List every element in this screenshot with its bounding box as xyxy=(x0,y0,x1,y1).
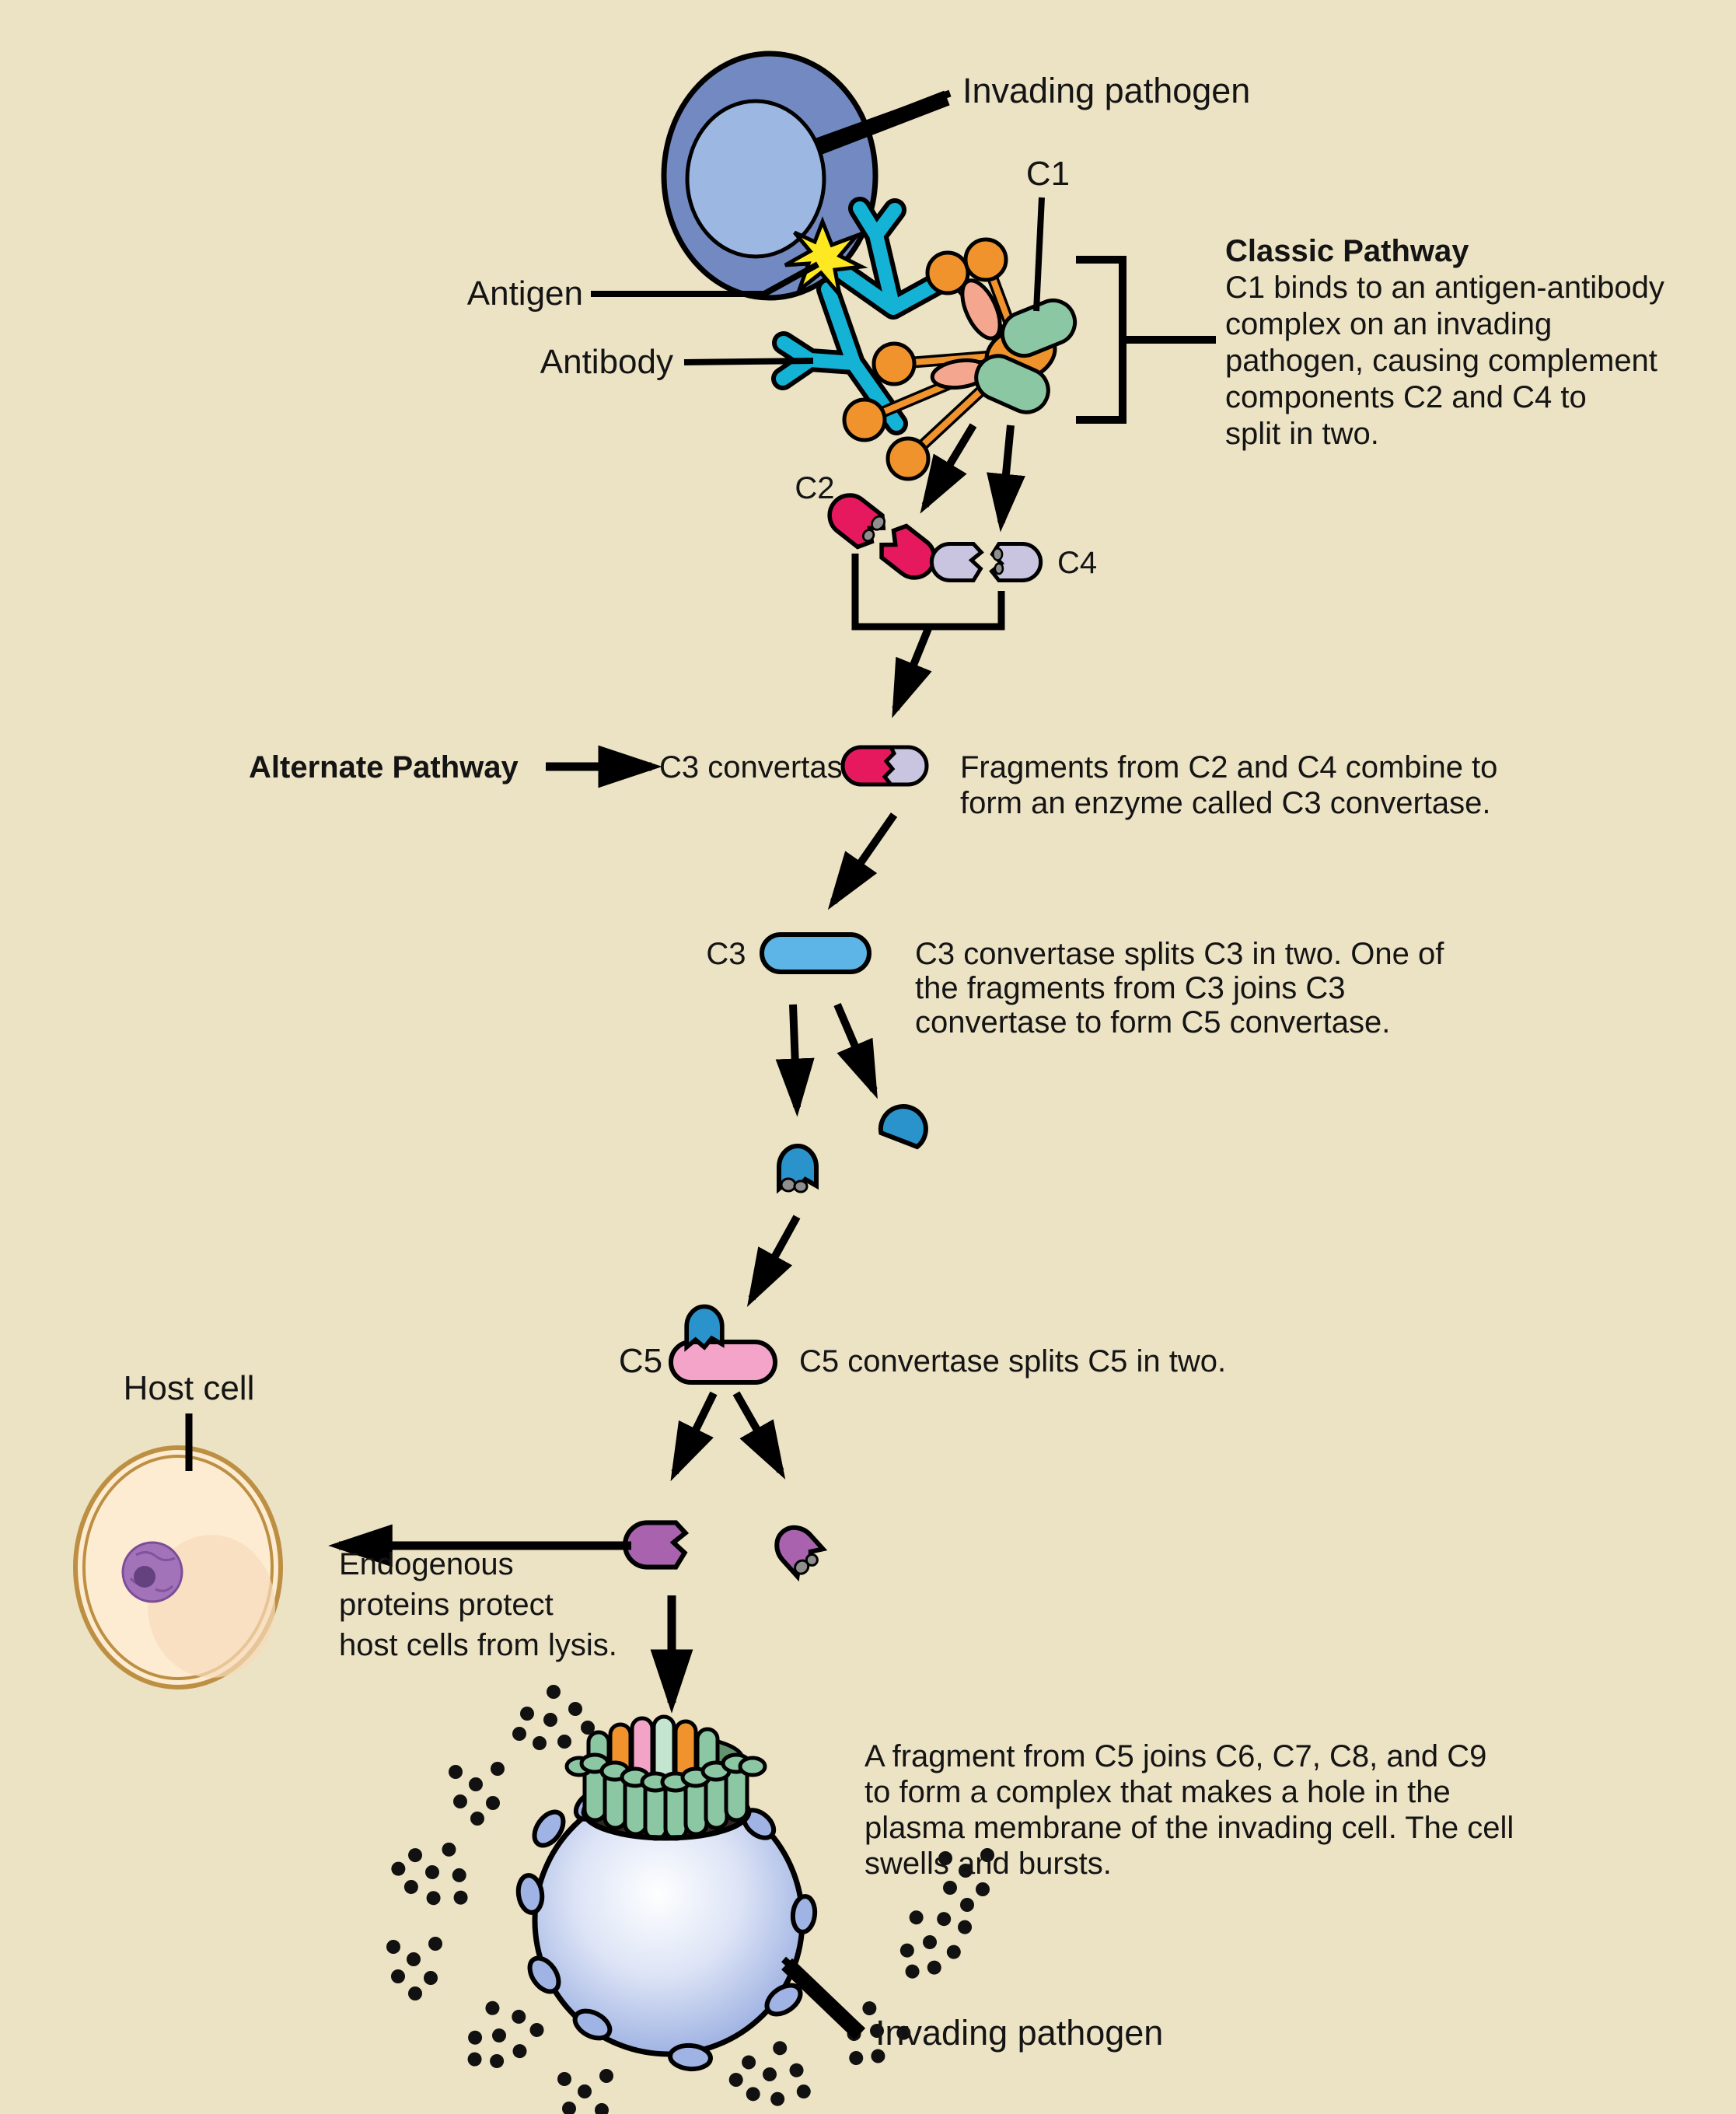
top-pathogen-cell xyxy=(661,51,878,301)
c3-label: C3 xyxy=(706,937,746,971)
c1-complex xyxy=(842,237,1078,481)
invading-pathogen-top-label: Invading pathogen xyxy=(962,71,1250,110)
c5-split-note: C5 convertase splits C5 in two. xyxy=(799,1344,1226,1378)
antibody-shapes xyxy=(771,197,966,435)
arrow-c3convertase-to-c3 xyxy=(827,812,898,910)
classic-pathway-title: Classic Pathway xyxy=(1225,234,1469,268)
c4-label: C4 xyxy=(1057,546,1097,580)
c3-capsule xyxy=(760,932,871,974)
antigen-label: Antigen xyxy=(467,274,583,313)
mac-note: A fragment from C5 joins C6, C7, C8, and… xyxy=(865,1739,1514,1881)
svg-text:components C2 and C4 to: components C2 and C4 to xyxy=(1225,380,1587,414)
svg-text:C3 convertase splits C3 in two: C3 convertase splits C3 in two. One of xyxy=(915,937,1444,971)
arrow-c5-split-right xyxy=(732,1391,786,1480)
svg-text:plasma membrane of the invadin: plasma membrane of the invading cell. Th… xyxy=(865,1811,1514,1845)
invading-pathogen-pointer xyxy=(813,89,952,155)
antigen-star xyxy=(784,216,868,302)
host-cell-nucleus xyxy=(121,1541,183,1603)
arrow-complex-to-c2 xyxy=(920,423,977,514)
svg-text:host cells from lysis.: host cells from lysis. xyxy=(339,1628,617,1662)
endogenous-note: Endogenous proteins protect host cells f… xyxy=(339,1547,617,1662)
arrow-c3-to-fragment-large xyxy=(775,1004,815,1117)
c4-fragments xyxy=(931,543,1040,580)
mac-rim-caps xyxy=(564,1752,767,1793)
svg-text:the fragments from C3 joins C3: the fragments from C3 joins C3 xyxy=(915,971,1346,1005)
c5-blue-fragment xyxy=(686,1306,722,1347)
c5-label: C5 xyxy=(619,1342,662,1380)
c2-fragments xyxy=(822,487,942,586)
arrow-c3-to-fragment-small xyxy=(833,1003,878,1099)
c5-fragment-right xyxy=(769,1519,827,1578)
antibody-lower-fill xyxy=(776,282,903,431)
c1-globular-heads xyxy=(842,237,1008,481)
antibody-label: Antibody xyxy=(540,343,673,381)
bottom-pathogen-cell xyxy=(384,1685,994,2114)
c3-fragment-large xyxy=(779,1146,816,1193)
c3-convertase-label: C3 convertase xyxy=(659,750,860,784)
c3-split-note: C3 convertase splits C3 in two. One of t… xyxy=(915,937,1444,1040)
alternate-pathway-label: Alternate Pathway xyxy=(249,750,519,784)
classic-pathway-bracket xyxy=(1076,256,1216,424)
c3-convertase-capsule xyxy=(840,745,929,787)
host-cell xyxy=(73,1445,283,1689)
c5-convertase-complex xyxy=(669,1306,777,1385)
arrow-complex-to-c4 xyxy=(987,425,1025,533)
c2-label: C2 xyxy=(795,471,834,505)
svg-text:C1 binds to an antigen-antibod: C1 binds to an antigen-antibody xyxy=(1225,271,1664,305)
antigen-pointer-line xyxy=(591,261,819,297)
svg-text:convertase to form C5 converta: convertase to form C5 convertase. xyxy=(915,1005,1390,1040)
classic-pathway-text: Classic Pathway C1 binds to an antigen-a… xyxy=(1225,234,1664,451)
c3-fragment-small xyxy=(878,1104,928,1150)
c1-pointer-line xyxy=(1033,197,1045,312)
c1-green-subunit-upper xyxy=(1000,299,1078,358)
c5-fragment-left xyxy=(625,1522,686,1567)
c1-label: C1 xyxy=(1026,155,1070,193)
svg-text:Fragments from C2 and C4 combi: Fragments from C2 and C4 combine to xyxy=(960,750,1497,784)
pathogen-inner-body xyxy=(685,99,826,259)
arrow-fragment-to-c5convertase xyxy=(746,1214,801,1307)
host-cell-inner-membrane xyxy=(82,1455,274,1680)
bottom-pathogen-pointer xyxy=(781,1956,866,2040)
svg-text:to form a complex that makes a: to form a complex that makes a hole in t… xyxy=(865,1775,1451,1809)
svg-text:complex on an invading: complex on an invading xyxy=(1225,307,1552,341)
c3-convertase-note: Fragments from C2 and C4 combine to form… xyxy=(960,750,1497,820)
svg-text:form an enzyme called C3 conve: form an enzyme called C3 convertase. xyxy=(960,786,1491,820)
svg-text:Endogenous: Endogenous xyxy=(339,1547,514,1581)
invading-pathogen-bottom-label: Invading pathogen xyxy=(875,2013,1163,2053)
host-cell-nucleolus xyxy=(134,1566,155,1588)
svg-text:proteins protect: proteins protect xyxy=(339,1588,554,1622)
antibody-upper-fill xyxy=(837,201,961,315)
svg-text:pathogen, causing complement: pathogen, causing complement xyxy=(1225,344,1657,378)
c1-green-subunit-lower xyxy=(974,354,1050,414)
arrow-merge-to-c3convertase xyxy=(892,625,933,718)
host-cell-label: Host cell xyxy=(124,1369,255,1407)
membrane-hole-front-rim xyxy=(581,1811,752,1841)
mac-complex xyxy=(564,1714,767,1841)
svg-text:split in two.: split in two. xyxy=(1225,417,1379,451)
arrow-c5-split-left xyxy=(670,1391,718,1482)
svg-text:swells and bursts.: swells and bursts. xyxy=(865,1847,1112,1881)
svg-text:A fragment from C5 joins C6, C: A fragment from C5 joins C6, C7, C8, and… xyxy=(865,1739,1486,1773)
antibody-pointer-line xyxy=(683,358,814,365)
